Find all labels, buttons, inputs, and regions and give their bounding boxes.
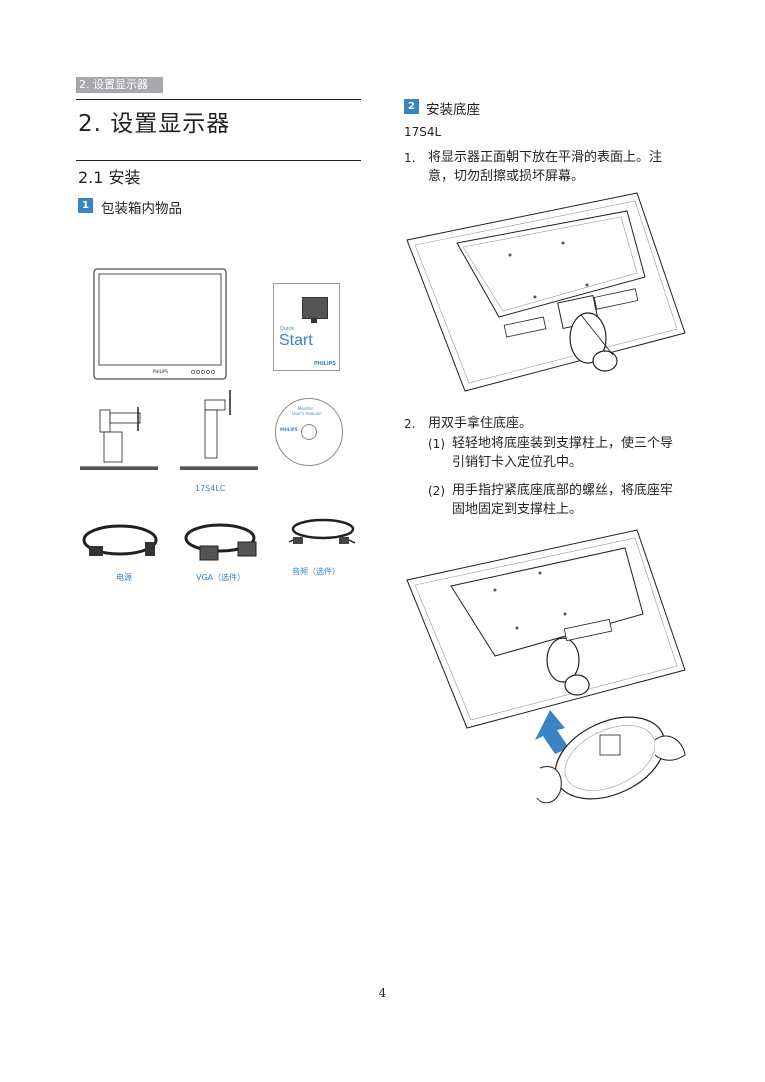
cd-brand: PHILIPS	[280, 427, 298, 432]
page-number: 4	[378, 986, 387, 1000]
cd-line1: Monitor	[298, 406, 314, 411]
instruction-text: 将显示器正面朝下放在平滑的表面上。注意，切勿刮擦或损坏屏幕。	[428, 150, 663, 184]
cd-hole	[301, 424, 317, 440]
vga-cable-icon	[184, 523, 257, 561]
step-title: 包装箱内物品	[101, 201, 182, 217]
step-model: 17S4L	[404, 125, 442, 139]
instruction-text-2: 用双手拿住底座。	[428, 416, 533, 431]
booklet-brand: PHILIPS	[313, 361, 336, 367]
svg-text:PHILIPS: PHILIPS	[153, 369, 168, 374]
cd-icon: Monitor User's manual PHILIPS	[275, 398, 343, 466]
monitor-front-icon: PHILIPS	[93, 268, 227, 380]
step-number-badge: 1	[78, 198, 93, 213]
sub-instruction-number: (1)	[428, 437, 445, 451]
power-caption: 电源	[116, 573, 132, 582]
chapter-title: 2. 设置显示器	[78, 111, 231, 137]
vga-caption: VGA（选件）	[196, 573, 246, 582]
section-title: 2.1 安装	[78, 168, 141, 187]
base-attach-illustration	[406, 529, 686, 804]
booklet-monitor-stand	[311, 318, 317, 323]
audio-caption: 音频（选件）	[292, 567, 340, 576]
quick-start-booklet-icon: Quick Start PHILIPS	[273, 283, 340, 371]
instruction-number: 1.	[404, 151, 416, 165]
monitor-side-icon	[80, 407, 158, 470]
arrow-icon	[535, 710, 569, 754]
audio-cable-icon	[288, 518, 356, 544]
monitor-side-icon-upright	[180, 390, 258, 470]
sub-instruction-number-2: (2)	[428, 484, 445, 498]
step-title-2: 安装底座	[426, 102, 480, 118]
sub-instruction-text-2: 用手指拧紧底座底部的螺丝，将底座牢固地固定到支撑柱上。	[452, 483, 674, 517]
booklet-start-label: Start	[279, 332, 313, 349]
chapter-rule	[76, 99, 361, 100]
power-cable-icon	[82, 524, 158, 556]
instruction-number-2: 2.	[404, 417, 416, 431]
cd-line2: User's manual	[292, 411, 321, 416]
booklet-monitor-image	[302, 297, 328, 319]
sub-instruction-text: 轻轻地将底座装到支撑柱上，使三个导引销钉卡入定位孔中。	[452, 436, 674, 470]
section-rule	[76, 160, 361, 161]
monitor-back-illustration	[406, 192, 686, 392]
running-header: 2. 设置显示器	[76, 77, 163, 93]
step-number-badge-2: 2	[404, 99, 419, 114]
model-label: 17S4LC	[195, 484, 226, 493]
booklet-quick-label: Quick	[280, 326, 295, 332]
